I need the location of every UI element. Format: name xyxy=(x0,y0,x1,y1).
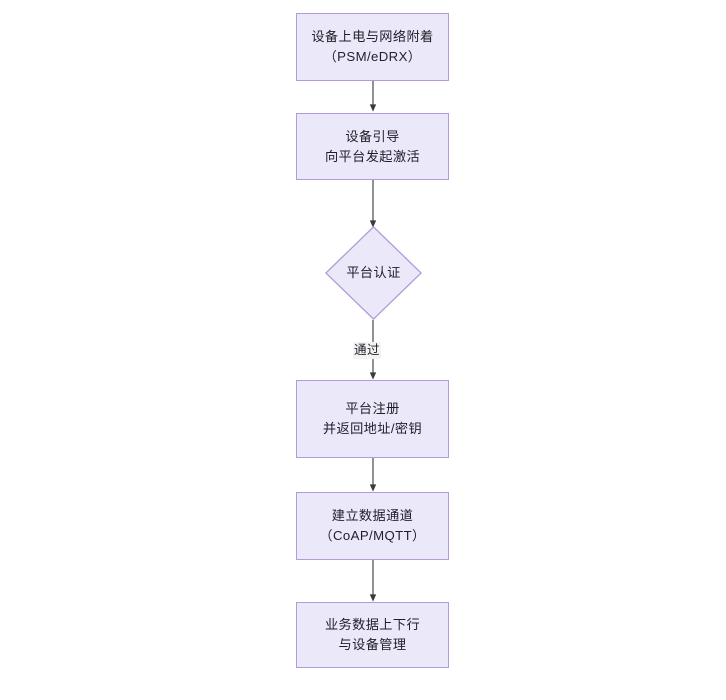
flow-node-business-data-and-device-mgmt[interactable]: 业务数据上下行 与设备管理 xyxy=(296,602,449,668)
flow-node-line: 平台认证 xyxy=(346,265,401,280)
flow-node-platform-auth-decision[interactable]: 平台认证 xyxy=(325,226,422,320)
flow-node-line: 并返回地址/密钥 xyxy=(322,421,423,436)
flow-node-device-bootstrap[interactable]: 设备引导 向平台发起激活 xyxy=(296,113,449,180)
flow-node-line: （CoAP/MQTT） xyxy=(319,528,426,543)
flow-node-line: 与设备管理 xyxy=(338,637,407,652)
flow-node-line: （PSM/eDRX） xyxy=(323,49,422,64)
flow-node-line: 设备引导 xyxy=(345,128,400,144)
flow-node-platform-register[interactable]: 平台注册 并返回地址/密钥 xyxy=(296,380,449,458)
flow-node-line: 向平台发起激活 xyxy=(324,148,421,164)
diamond-shape xyxy=(325,226,422,320)
flow-node-line: 业务数据上下行 xyxy=(324,617,421,632)
flow-node-line: 平台注册 xyxy=(345,401,400,416)
flow-node-line: 建立数据通道 xyxy=(331,508,414,523)
flow-node-establish-data-channel[interactable]: 建立数据通道 （CoAP/MQTT） xyxy=(296,492,449,560)
flow-node-line: 设备上电与网络附着 xyxy=(311,29,434,44)
flow-node-device-power-on[interactable]: 设备上电与网络附着 （PSM/eDRX） xyxy=(296,13,449,81)
edge-label-pass: 通过 xyxy=(353,342,381,359)
